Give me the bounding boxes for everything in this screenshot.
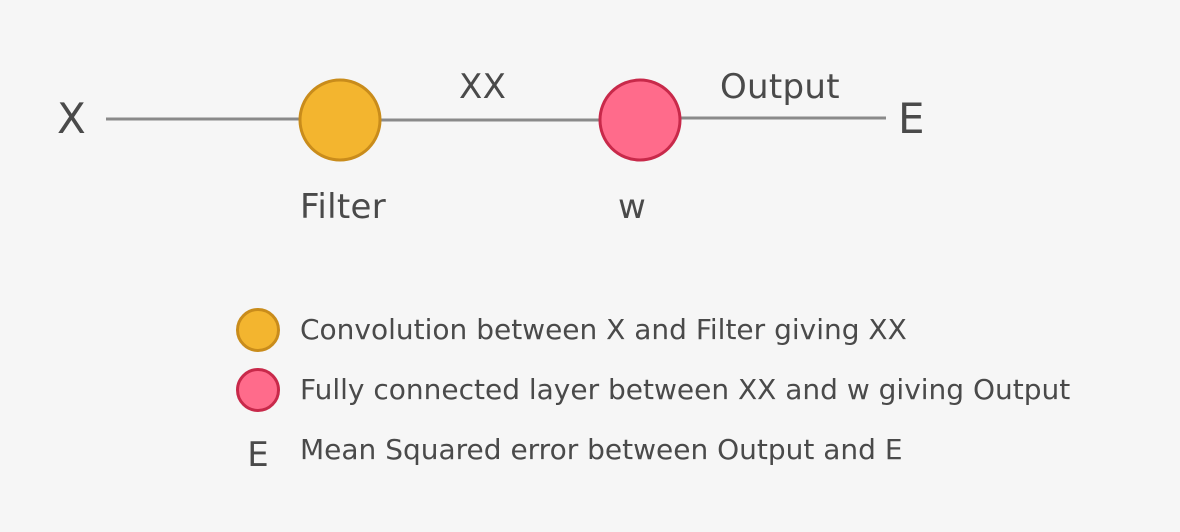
w-node-label: w xyxy=(618,187,647,227)
legend: Convolution between X and Filter giving … xyxy=(236,300,1136,480)
filter-node xyxy=(298,78,382,162)
legend-row-fully-connected: Fully connected layer between XX and w g… xyxy=(236,360,1136,420)
mse-legend-marker: E xyxy=(247,435,269,475)
convolution-legend-text: Convolution between X and Filter giving … xyxy=(300,313,907,346)
xx-edge-label: XX xyxy=(459,67,507,107)
x-input-label: X xyxy=(57,94,87,143)
fully-connected-legend-text: Fully connected layer between XX and w g… xyxy=(300,373,1071,406)
output-edge-label: Output xyxy=(720,67,840,107)
legend-row-convolution: Convolution between X and Filter giving … xyxy=(236,300,1136,360)
fully-connected-legend-marker xyxy=(236,368,280,412)
legend-row-mse: E Mean Squared error between Output and … xyxy=(236,420,1136,480)
mse-legend-text: Mean Squared error between Output and E xyxy=(300,433,903,466)
convolution-legend-marker xyxy=(236,308,280,352)
filter-node-label: Filter xyxy=(300,187,387,227)
w-node xyxy=(598,78,682,162)
e-target-label: E xyxy=(898,94,925,143)
